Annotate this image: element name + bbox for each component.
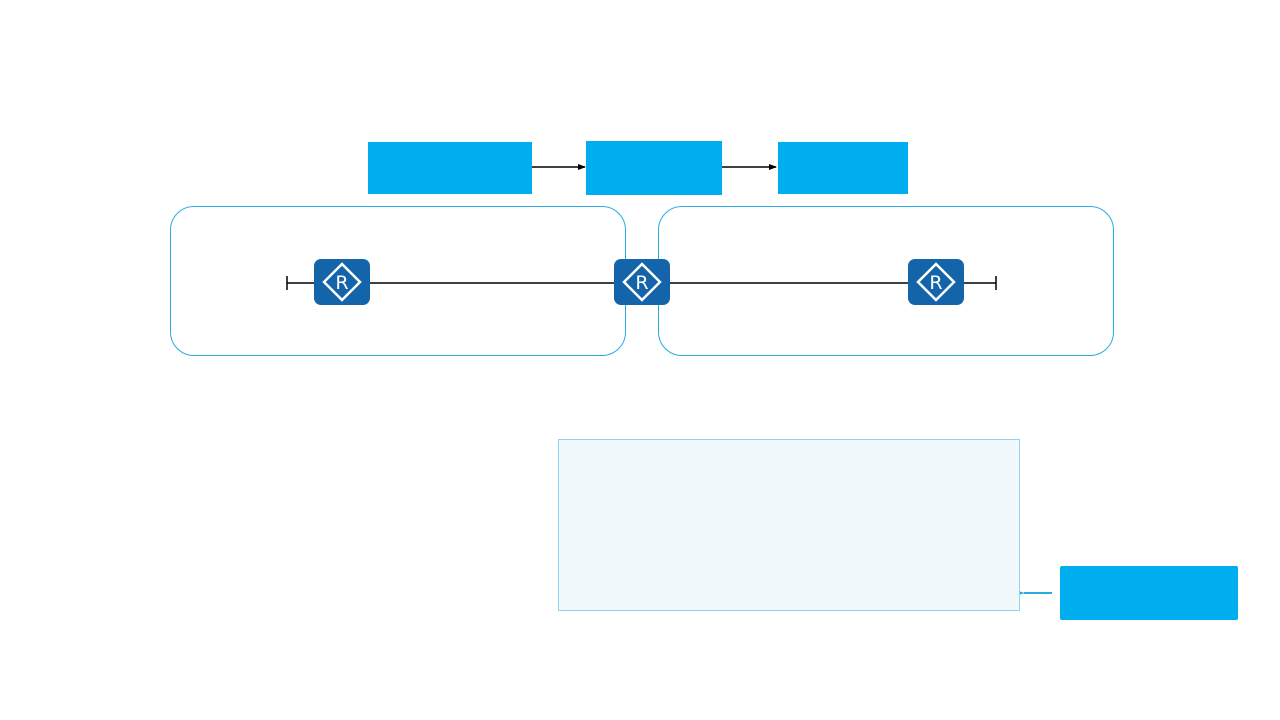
router-glyph: R (929, 272, 942, 294)
router-glyph: R (335, 272, 348, 294)
flow-box-1 (368, 142, 532, 194)
info-panel (558, 439, 1020, 611)
router-icon: R (322, 262, 362, 302)
router-glyph: R (635, 272, 648, 294)
router-icon: R (622, 262, 662, 302)
network-area-left (170, 206, 626, 356)
network-area-right (658, 206, 1114, 356)
flow-box-2 (586, 141, 722, 195)
router-1[interactable]: R (314, 259, 370, 305)
router-2[interactable]: R (614, 259, 670, 305)
router-icon: R (916, 262, 956, 302)
router-3[interactable]: R (908, 259, 964, 305)
flow-box-3 (778, 142, 908, 194)
callout-box (1060, 566, 1238, 620)
